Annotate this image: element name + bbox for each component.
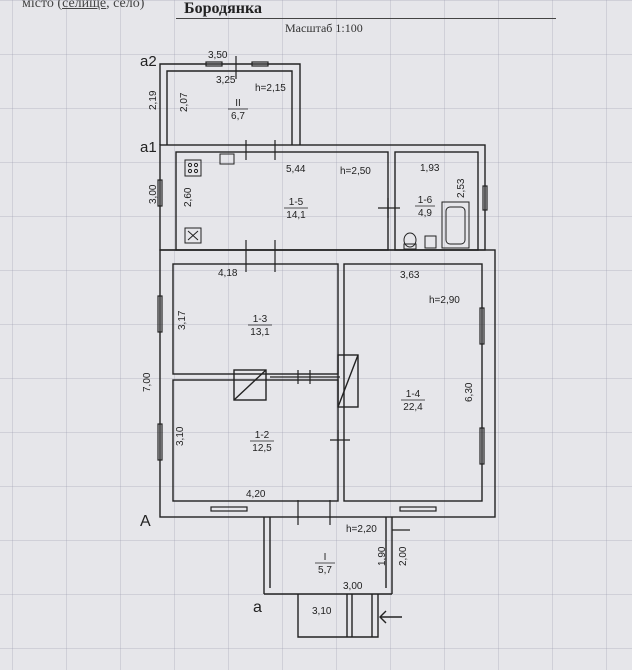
room-15-area: 14,1 bbox=[286, 210, 306, 221]
sink-kitchen-icon bbox=[219, 153, 235, 165]
wall-A-outer bbox=[159, 249, 496, 518]
dim-a2-h: h=2,15 bbox=[255, 83, 286, 94]
place-type-label: місто (селище, село) bbox=[22, 0, 145, 11]
room-12-area: 12,5 bbox=[252, 443, 272, 454]
room-14-num: 1-4 bbox=[406, 389, 421, 400]
window-A-right-1 bbox=[479, 307, 485, 345]
dim-A-left-outer: 7,00 bbox=[142, 372, 153, 392]
room-I-area: 5,7 bbox=[318, 565, 332, 576]
room-16-area: 4,9 bbox=[418, 208, 432, 219]
city-underline bbox=[176, 18, 556, 19]
dim-a1-left-outer: 3,00 bbox=[148, 184, 159, 204]
window-a2-1 bbox=[205, 61, 223, 67]
wall-room-13 bbox=[172, 263, 339, 375]
room-13-num: 1-3 bbox=[253, 314, 268, 325]
dim-A-room14-w: 3,63 bbox=[400, 270, 420, 281]
toilet-icon bbox=[403, 232, 417, 248]
wall-a2-inner bbox=[166, 70, 293, 145]
room-II-num: II bbox=[235, 98, 241, 109]
dim-A-room12-h: 3,10 bbox=[175, 426, 186, 446]
wall-room-14 bbox=[343, 263, 483, 502]
dim-porch-r-inner: 1,90 bbox=[377, 546, 388, 566]
dim-porch-w: 3,00 bbox=[343, 581, 363, 592]
stove-top-icon bbox=[184, 159, 202, 177]
room-I-num: I bbox=[324, 552, 327, 563]
dim-a1-left-inner: 2,60 bbox=[183, 187, 194, 207]
bathtub-icon bbox=[441, 201, 470, 249]
window-A-right-2 bbox=[479, 427, 485, 465]
dim-steps-w: 3,10 bbox=[312, 606, 332, 617]
window-A-left-1 bbox=[157, 295, 163, 333]
scale-label: Масштаб 1:100 bbox=[285, 21, 363, 35]
dim-porch-r-outer: 2,00 bbox=[398, 546, 409, 566]
room-II-area: 6,7 bbox=[231, 111, 245, 122]
washbasin-icon bbox=[424, 235, 437, 249]
dim-a1-kitchen-w: 5,44 bbox=[286, 164, 306, 175]
dim-A-room14-h: 6,30 bbox=[464, 382, 475, 402]
axis-a2: a2 bbox=[140, 53, 157, 70]
city-name: Бородянка bbox=[184, 0, 262, 17]
dim-a2-left-inner: 2,07 bbox=[179, 92, 190, 112]
dim-porch-h: h=2,20 bbox=[346, 524, 377, 535]
window-A-bottom-1 bbox=[210, 506, 248, 512]
room-13-area: 13,1 bbox=[250, 327, 270, 338]
window-A-bottom-2 bbox=[399, 506, 437, 512]
dim-a1-bath-w: 1,93 bbox=[420, 163, 440, 174]
dim-a2-left-outer: 2,19 bbox=[148, 90, 159, 110]
wall-porch bbox=[263, 517, 393, 595]
dim-a2-top: 3,50 bbox=[208, 50, 228, 61]
steps bbox=[297, 594, 379, 638]
room-15-num: 1-5 bbox=[289, 197, 304, 208]
axis-A: A bbox=[140, 513, 151, 530]
wall-a2-outer bbox=[159, 63, 301, 145]
axis-a1: a1 bbox=[140, 139, 157, 156]
stove bbox=[337, 354, 359, 408]
axis-a: a bbox=[253, 599, 262, 616]
window-a1-left bbox=[157, 179, 163, 207]
room-12-num: 1-2 bbox=[255, 430, 270, 441]
dim-A-h: h=2,90 bbox=[429, 295, 460, 306]
dim-A-room13-w: 4,18 bbox=[218, 268, 238, 279]
window-a2-2 bbox=[251, 61, 269, 67]
room-14-area: 22,4 bbox=[403, 402, 423, 413]
room-16-num: 1-6 bbox=[418, 195, 433, 206]
window-A-left-2 bbox=[157, 423, 163, 461]
dim-a1-h: h=2,50 bbox=[340, 166, 371, 177]
wall-a1-outer bbox=[159, 144, 486, 251]
dim-A-room13-h: 3,17 bbox=[177, 310, 188, 330]
dim-a1-bath-h: 2,53 bbox=[456, 178, 467, 198]
dim-A-room12-w: 4,20 bbox=[246, 489, 266, 500]
window-a1-right bbox=[482, 185, 488, 211]
sink-icon bbox=[184, 227, 202, 244]
stove-small bbox=[233, 369, 267, 401]
dim-a2-inner: 3,25 bbox=[216, 75, 236, 86]
